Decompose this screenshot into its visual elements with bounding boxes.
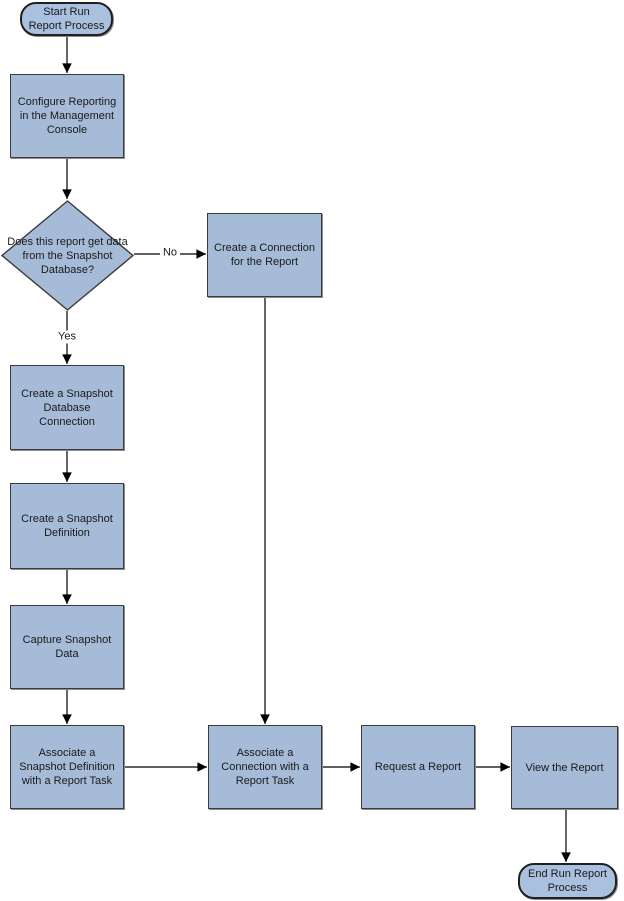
associate-connection-label: Associate a Connection with a Report Tas… — [221, 747, 309, 787]
decision-no-branch-label: No — [159, 246, 181, 260]
create-connection-step: Create a Connection for the Report — [207, 213, 322, 297]
view-report-label: View the Report — [525, 761, 604, 774]
request-report-step: Request a Report — [361, 725, 475, 809]
decision-yes-branch-label: Yes — [55, 330, 79, 344]
end-terminator: End Run Report Process — [518, 863, 617, 899]
configure-reporting-step: Configure Reporting in the Management Co… — [10, 74, 124, 158]
start-terminator: Start Run Report Process — [20, 2, 113, 36]
create-snapshot-definition-label: Create a Snapshot Definition — [21, 513, 113, 539]
create-connection-label: Create a Connection for the Report — [214, 242, 315, 268]
create-snapshot-definition-step: Create a Snapshot Definition — [10, 483, 124, 569]
request-report-label: Request a Report — [374, 761, 462, 773]
capture-snapshot-data-label: Capture Snapshot Data — [22, 634, 112, 660]
snapshot-database-decision: Does this report get data from the Snaps… — [1, 200, 134, 311]
create-snapshot-database-connection-label: Create a Snapshot Database Connection — [21, 387, 113, 428]
associate-connection-step: Associate a Connection with a Report Tas… — [208, 725, 322, 809]
associate-snapshot-definition-step: Associate a Snapshot Definition with a R… — [10, 725, 124, 809]
start-terminator-label: Start Run Report Process — [28, 6, 105, 32]
view-report-step: View the Report — [511, 726, 618, 809]
associate-snapshot-definition-label: Associate a Snapshot Definition with a R… — [19, 747, 115, 787]
snapshot-database-decision-label: Does this report get data from the Snaps… — [7, 235, 128, 276]
decision-diamond-shape — [1, 200, 134, 311]
capture-snapshot-data-step: Capture Snapshot Data — [10, 605, 124, 689]
end-terminator-label: End Run Report Process — [528, 868, 607, 894]
create-snapshot-database-connection-step: Create a Snapshot Database Connection — [10, 365, 124, 450]
configure-reporting-label: Configure Reporting in the Management Co… — [17, 96, 117, 136]
